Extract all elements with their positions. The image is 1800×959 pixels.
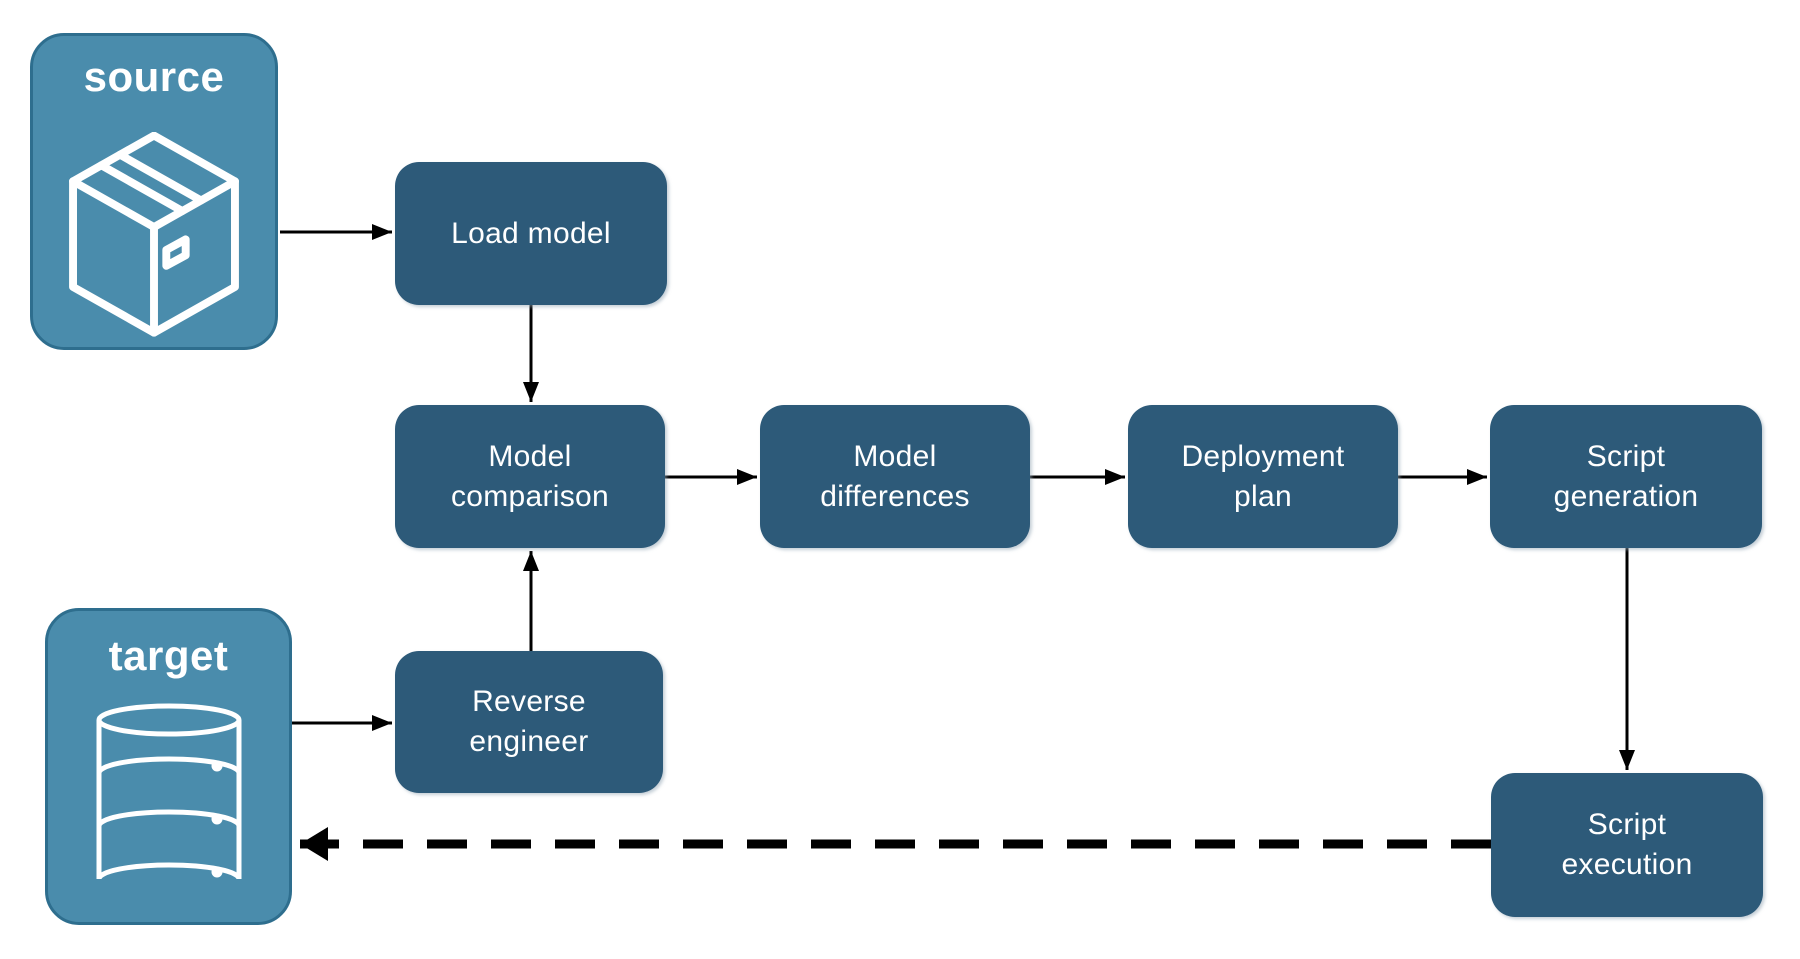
node-reverse-engineer: Reverse engineer (395, 651, 663, 793)
container-source-label: source (83, 53, 225, 100)
node-script-execution: Script execution (1491, 773, 1763, 917)
node-deployment-plan: Deployment plan (1128, 405, 1398, 548)
container-target: target (45, 608, 292, 925)
node-model-comparison: Model comparison (395, 405, 665, 548)
node-script-generation: Script generation (1490, 405, 1762, 548)
package-icon (69, 132, 239, 337)
node-load-model: Load model (395, 162, 667, 305)
container-target-label: target (108, 632, 229, 679)
container-source: source (30, 33, 278, 350)
node-model-differences: Model differences (760, 405, 1030, 548)
database-icon (96, 703, 241, 880)
